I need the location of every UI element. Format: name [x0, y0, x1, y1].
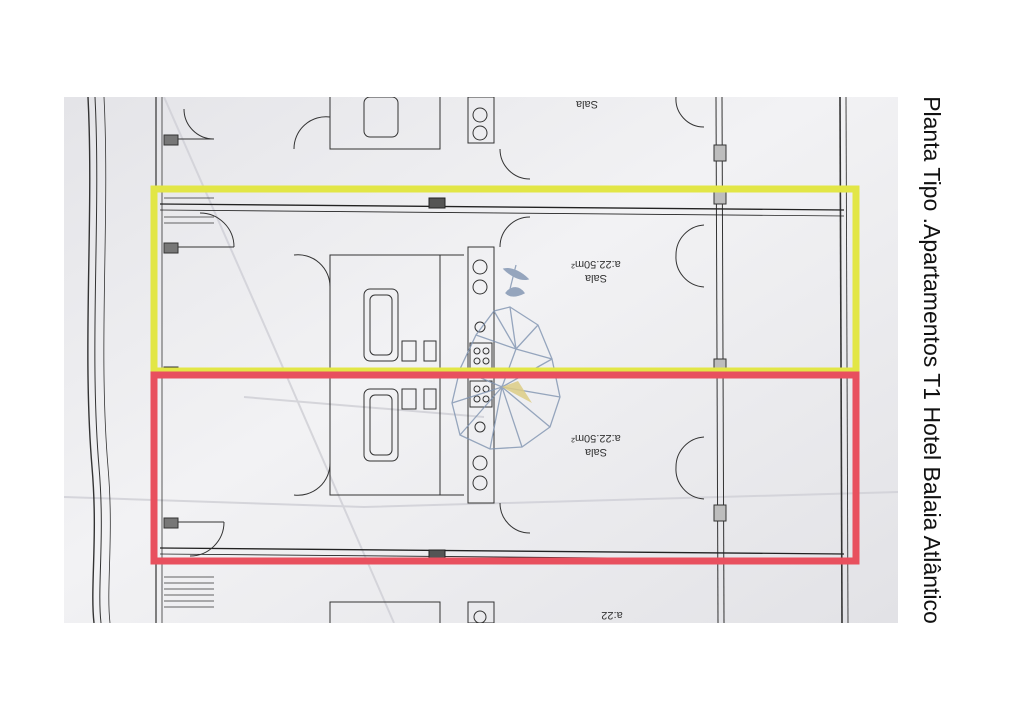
- room-area-label: a:22.50m²: [571, 258, 621, 270]
- unit-bottom-partial-label: a:22: [601, 609, 622, 621]
- exterior-wall-right: [839, 97, 849, 623]
- room-area-label: a:22.50m²: [571, 432, 621, 444]
- pear-logo-icon: [451, 264, 561, 450]
- unit-lower-label: Sala a:22.50m²: [571, 432, 621, 458]
- page-title: Planta Tipo .Apartamentos T1 Hotel Balai…: [919, 96, 945, 624]
- unit-outline-upper: [150, 185, 860, 375]
- unit-top-partial-label: Sala: [575, 98, 598, 110]
- party-walls: [159, 197, 845, 561]
- unit-outline-lower: [150, 371, 860, 565]
- room-area-label: a:22: [601, 609, 622, 621]
- room-name-label: Sala: [584, 272, 607, 284]
- balcony-windows: [675, 97, 727, 623]
- room-name-label: Sala: [584, 446, 607, 458]
- floor-plan-photo: Sala a:22.50m² Sala a:22.50m² Sala a:22: [64, 97, 898, 623]
- unit-upper-label: Sala a:22.50m²: [571, 258, 621, 284]
- room-name-label: Sala: [575, 98, 598, 110]
- paper-sheet: [64, 97, 898, 623]
- floor-plan-drawing: Sala a:22.50m² Sala a:22.50m² Sala a:22: [64, 97, 898, 623]
